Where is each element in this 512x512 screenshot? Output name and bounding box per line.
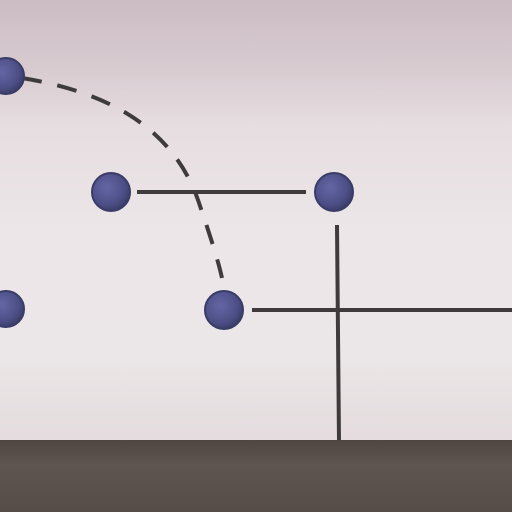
node-upper-middle — [91, 172, 131, 212]
dashed-connector-arc — [21, 76, 224, 279]
node-upper-right — [314, 172, 354, 212]
node-lower-middle — [204, 290, 244, 330]
floor-strip — [0, 440, 512, 512]
vertical-connector — [335, 224, 341, 443]
node-top-left — [0, 57, 25, 95]
node-lower-left — [0, 290, 25, 328]
